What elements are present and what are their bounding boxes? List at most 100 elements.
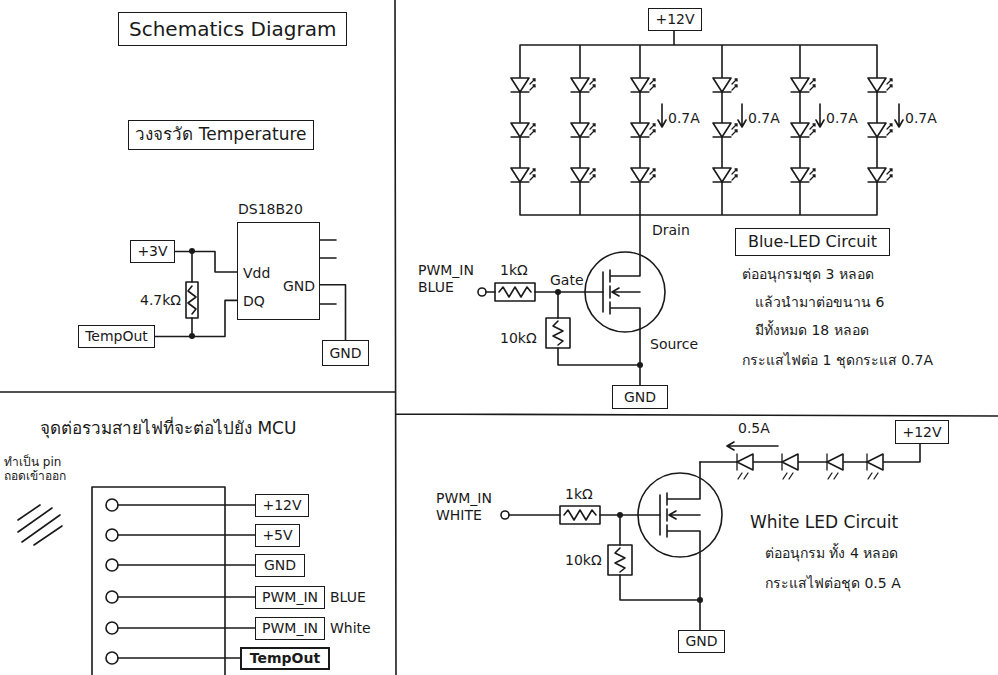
pin-label-box: +12V bbox=[255, 494, 309, 517]
led-symbol bbox=[631, 168, 655, 182]
note-text: มีทั้งหมด 18 หลอด bbox=[755, 322, 869, 339]
wire bbox=[509, 515, 700, 600]
pin-label-box: PWM_INBLUE bbox=[255, 586, 325, 609]
led-symbol bbox=[827, 454, 843, 479]
resistor-zigzag bbox=[564, 510, 596, 520]
input-terminal bbox=[478, 288, 486, 296]
connector-pin bbox=[106, 499, 118, 511]
pin-stub bbox=[320, 240, 336, 304]
box-text: TempOut bbox=[85, 328, 148, 344]
led-symbol bbox=[868, 168, 892, 182]
junction-dot bbox=[617, 512, 623, 518]
current-value: 0.7A bbox=[905, 110, 937, 127]
led-symbol bbox=[782, 454, 798, 479]
box-text: +3V bbox=[137, 243, 167, 259]
wire-connector bbox=[320, 285, 346, 340]
led-symbol bbox=[571, 123, 595, 137]
resistor-zigzag bbox=[499, 287, 531, 297]
circuit-title: White LED Circuit bbox=[750, 512, 898, 532]
led-symbol bbox=[511, 168, 535, 182]
led-symbol bbox=[791, 123, 815, 137]
box-text: +5V bbox=[262, 527, 292, 543]
supply-box: +12V bbox=[648, 8, 702, 31]
pin-label-box: +5V bbox=[255, 524, 300, 547]
pin-name: DQ bbox=[243, 293, 265, 309]
box-text: วงจรวัด Temperature bbox=[135, 125, 306, 145]
note-text: ต่ออนุกรมชุด 3 หลอด bbox=[742, 266, 874, 283]
junction-dot bbox=[555, 289, 561, 295]
box-text: PWM_IN bbox=[262, 589, 318, 605]
current-arrow bbox=[727, 442, 778, 450]
resistor-symbol bbox=[495, 283, 535, 301]
led-symbol bbox=[713, 78, 737, 92]
box-text: +12V bbox=[655, 11, 694, 27]
circuit-title-box: Blue-LED Circuit bbox=[735, 228, 890, 256]
led-symbol bbox=[511, 78, 535, 92]
note-text: กระแสไฟต่อ 1 ชุดกระแส 0.7A bbox=[742, 352, 933, 369]
pin-name: Vdd bbox=[243, 265, 270, 281]
pin-suffix: BLUE bbox=[330, 589, 366, 605]
pin-label-box: GND bbox=[255, 554, 305, 577]
pin-name: Drain bbox=[652, 222, 690, 239]
signal-box: TempOut bbox=[78, 325, 155, 348]
resistor-zigzag bbox=[615, 548, 625, 572]
led-symbol bbox=[737, 454, 753, 479]
led-symbol bbox=[791, 78, 815, 92]
led-symbol bbox=[571, 78, 595, 92]
led-symbol bbox=[631, 78, 655, 92]
supply-box: +12V bbox=[895, 420, 949, 444]
signal-name: PWM_IN WHITE bbox=[436, 490, 496, 524]
box-text: GND bbox=[329, 345, 361, 361]
junction-dot bbox=[637, 362, 643, 368]
pin-label-box: TempOut bbox=[240, 647, 330, 670]
mosfet-symbol bbox=[603, 215, 640, 385]
led-symbol bbox=[571, 168, 595, 182]
pin-name: Gate bbox=[550, 272, 584, 289]
resistor-value: 1kΩ bbox=[565, 486, 593, 503]
current-value: 0.7A bbox=[668, 110, 700, 127]
connector-pin bbox=[106, 559, 118, 571]
resistor-symbol bbox=[608, 545, 632, 575]
resistor-symbol bbox=[186, 282, 198, 318]
pin-name: Source bbox=[650, 336, 698, 353]
wire bbox=[191, 251, 193, 336]
resistor-value: 4.7kΩ bbox=[140, 292, 181, 309]
box-text: +12V bbox=[902, 424, 941, 440]
current-value: 0.7A bbox=[748, 110, 780, 127]
wire bbox=[486, 292, 640, 365]
input-terminal bbox=[501, 511, 509, 519]
pin-suffix: White bbox=[330, 620, 371, 636]
hatch-scribble bbox=[18, 505, 62, 545]
resistor-zigzag bbox=[188, 286, 196, 314]
part-number: DS18B20 bbox=[238, 201, 303, 217]
connector-pin bbox=[106, 529, 118, 541]
current-value: 0.5A bbox=[738, 420, 770, 437]
sensor-chip: DS18B20VddDQGND bbox=[237, 222, 320, 320]
connector-pin bbox=[106, 622, 118, 634]
led-symbol bbox=[867, 454, 883, 479]
current-arrow bbox=[658, 104, 903, 127]
resistor-value: 1kΩ bbox=[500, 262, 528, 279]
resistor-value: 10kΩ bbox=[500, 330, 537, 347]
resistor-value: 10kΩ bbox=[565, 552, 602, 569]
connector-housing bbox=[92, 487, 225, 675]
box-text: Blue-LED Circuit bbox=[748, 233, 877, 251]
led-symbol bbox=[868, 123, 892, 137]
led-symbol bbox=[713, 168, 737, 182]
connector-pin bbox=[106, 652, 118, 664]
led-symbol bbox=[511, 123, 535, 137]
resistor-symbol bbox=[546, 318, 570, 348]
ground-box: GND bbox=[612, 385, 668, 409]
side-note: ทำเป็น pin ถอดเข้าออก bbox=[4, 455, 86, 484]
box-text: GND bbox=[685, 633, 717, 649]
box-text: TempOut bbox=[250, 650, 320, 666]
box-text: GND bbox=[624, 389, 656, 405]
junction-dot bbox=[697, 597, 703, 603]
section-heading-box: วงจรวัด Temperature bbox=[128, 120, 314, 150]
note-text: ต่ออนุกรม ทั้ง 4 หลอด bbox=[765, 545, 898, 562]
led-symbol bbox=[713, 123, 737, 137]
note-text: แล้วนำมาต่อขนาน 6 bbox=[755, 294, 884, 311]
supply-box: +3V bbox=[130, 240, 175, 263]
